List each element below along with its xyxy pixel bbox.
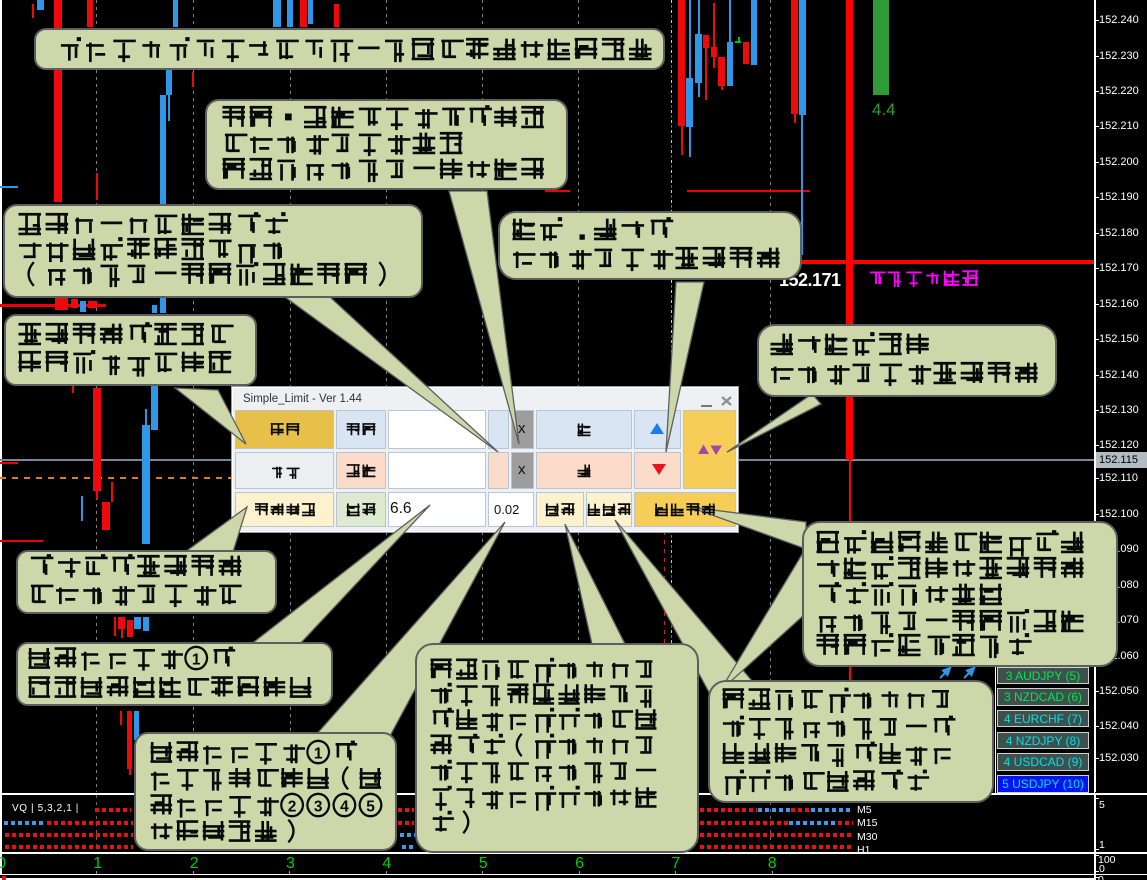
svg-text:5: 5 xyxy=(366,799,375,816)
svg-text:4: 4 xyxy=(340,799,349,816)
svg-text:1: 1 xyxy=(314,746,323,763)
svg-text:3: 3 xyxy=(314,799,323,816)
svg-text:1: 1 xyxy=(192,652,201,669)
svg-text:2: 2 xyxy=(288,799,297,816)
